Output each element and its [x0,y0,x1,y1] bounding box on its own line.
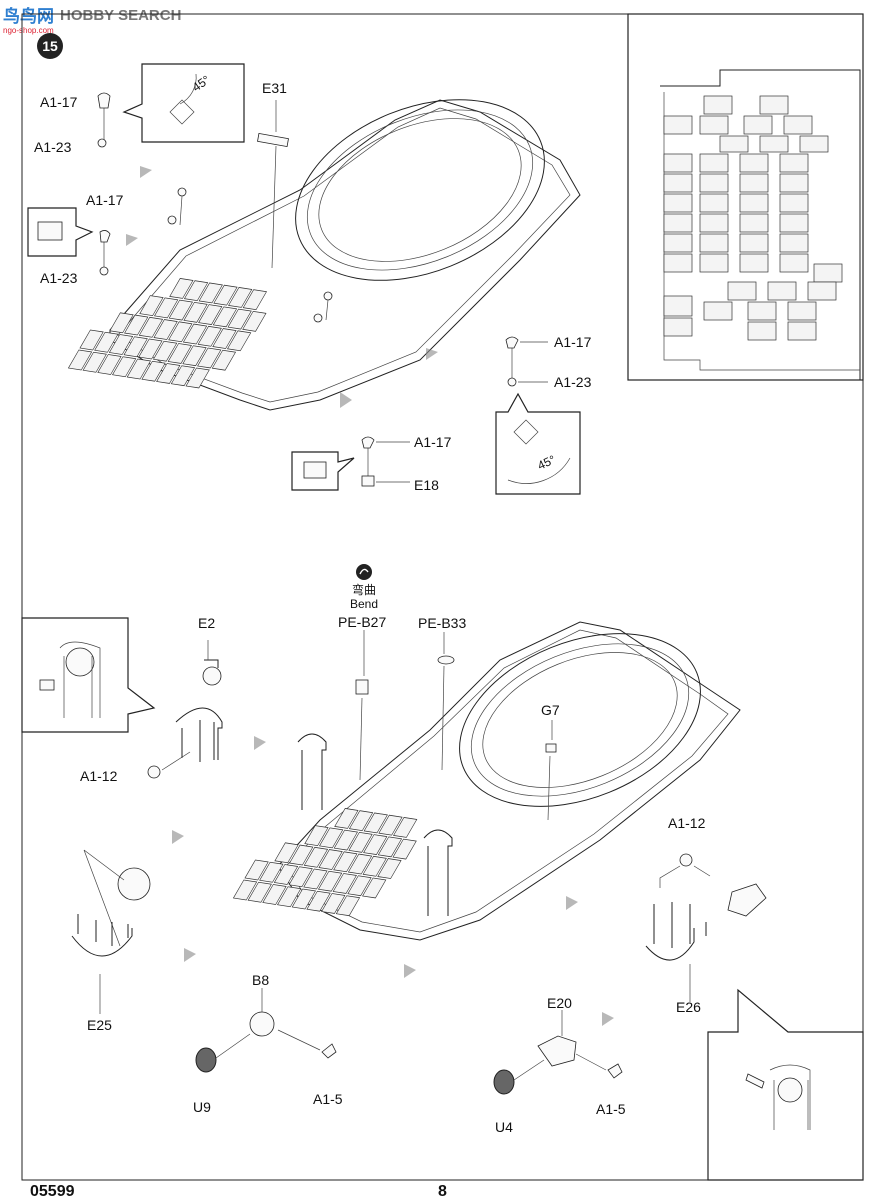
label-a117-r: A1-17 [554,334,592,350]
g7-part [545,743,557,753]
label-a15-left: A1-5 [313,1091,343,1107]
step-badge: 15 [37,33,63,59]
callout-clip-left [27,207,94,257]
label-a117-ml: A1-17 [86,192,124,208]
e26-assembly [645,853,767,1002]
label-a123-r: A1-23 [554,374,592,390]
label-a117-c: A1-17 [414,434,452,450]
step-number: 15 [42,38,58,54]
fastener-a117-r [505,336,548,387]
label-a112-left: A1-12 [80,768,118,784]
inset-top-view [627,13,864,381]
top-labels: E31 A1-17 A1-23 A1-17 A1-23 A1-17 A1-23 … [34,80,592,493]
label-a123-tl: A1-23 [34,139,72,155]
pe-b33-part [437,655,455,665]
ammo-racks-top [67,278,268,389]
label-e2: E2 [198,615,215,631]
label-u9: U9 [193,1099,211,1115]
e2-bracket-left [147,640,223,779]
direction-arrows [126,166,614,1026]
page-frame [21,13,864,1181]
inset-bottom-right [707,988,864,1181]
label-pe-b27: PE-B27 [338,614,386,630]
footer-page-number: 8 [438,1183,447,1200]
bend-label-cn: 弯曲 [352,582,376,597]
e25-assembly [71,849,151,1014]
label-e26: E26 [676,999,701,1015]
e20-assembly [493,1010,623,1095]
label-a112-right: A1-12 [668,815,706,831]
watermark-cn: 鸟鸟网 [3,6,54,26]
callout-angle-right: 45° [495,392,581,495]
label-e20: E20 [547,995,572,1011]
bend-label-en: Bend [350,597,378,611]
bottom-hull-assembly [232,621,741,941]
inset-left [21,617,156,733]
fastener-a117-c [361,436,410,487]
ammo-racks-bottom [232,808,418,917]
label-a15-right: A1-5 [596,1101,626,1117]
fastener-a117-tl [97,92,111,276]
label-e18: E18 [414,477,439,493]
label-a117-tl: A1-17 [40,94,78,110]
label-g7: G7 [541,702,560,718]
callout-clip-center [291,451,355,491]
label-a123-ml: A1-23 [40,270,78,286]
bend-icon: 弯曲 Bend [350,564,378,611]
label-e25: E25 [87,1017,112,1033]
watermark: 鸟鸟网 HOBBY SEARCH ngo-shop.com [3,6,181,35]
label-e31: E31 [262,80,287,96]
bottom-labels: PE-B27 PE-B33 E2 G7 A1-12 A1-12 E25 E26 … [80,614,706,1135]
label-pe-b33: PE-B33 [418,615,466,631]
watermark-brand: HOBBY SEARCH [60,7,181,24]
label-u4: U4 [495,1119,513,1135]
watermark-url: ngo-shop.com [3,26,54,35]
label-b8: B8 [252,972,269,988]
b8-assembly [195,988,337,1073]
callout-angle-top: 45° [122,63,245,143]
footer-code: 05599 [30,1183,75,1200]
top-hull-assembly [67,99,581,478]
pe-b27-part [355,679,369,695]
